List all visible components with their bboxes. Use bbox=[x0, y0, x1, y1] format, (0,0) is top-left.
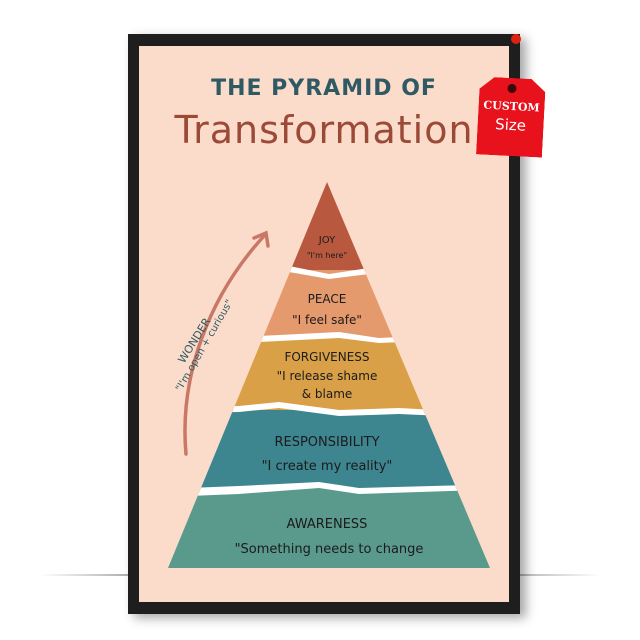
arrow-head-icon bbox=[252, 230, 270, 248]
forgiveness-label: FORGIVENESS bbox=[284, 350, 369, 364]
joy-label: JOY bbox=[318, 235, 336, 246]
forgiveness-quote: "I release shame bbox=[277, 369, 378, 383]
awareness-label: AWARENESS bbox=[287, 517, 368, 532]
torn-edge bbox=[168, 482, 490, 498]
joy-quote: "I'm here" bbox=[307, 251, 347, 260]
tag-line1: CUSTOM bbox=[483, 98, 540, 115]
tag-hole bbox=[507, 84, 516, 93]
peace-quote: "I feel safe" bbox=[292, 313, 362, 327]
poster: THE PYRAMID OF Transformation JOY "I'm h… bbox=[139, 46, 509, 602]
responsibility-label: RESPONSIBILITY bbox=[274, 435, 379, 450]
custom-size-tag: CUSTOM Size bbox=[476, 76, 546, 157]
title-line2: Transformation bbox=[174, 108, 474, 152]
forgiveness-quote2: & blame bbox=[302, 387, 353, 401]
awareness-quote: "Something needs to change bbox=[235, 542, 424, 557]
tag-line2: Size bbox=[494, 115, 527, 135]
responsibility-quote: "I create my reality" bbox=[262, 459, 393, 474]
title-line1: THE PYRAMID OF bbox=[211, 76, 437, 101]
arrow-line bbox=[183, 234, 266, 456]
poster-frame: THE PYRAMID OF Transformation JOY "I'm h… bbox=[128, 34, 520, 614]
peace-label: PEACE bbox=[308, 292, 347, 306]
pin-icon bbox=[511, 34, 521, 44]
pyramid: JOY "I'm here" PEACE "I feel safe" FORGI… bbox=[168, 182, 490, 568]
level-awareness bbox=[168, 488, 490, 568]
level-responsibility bbox=[168, 410, 490, 490]
